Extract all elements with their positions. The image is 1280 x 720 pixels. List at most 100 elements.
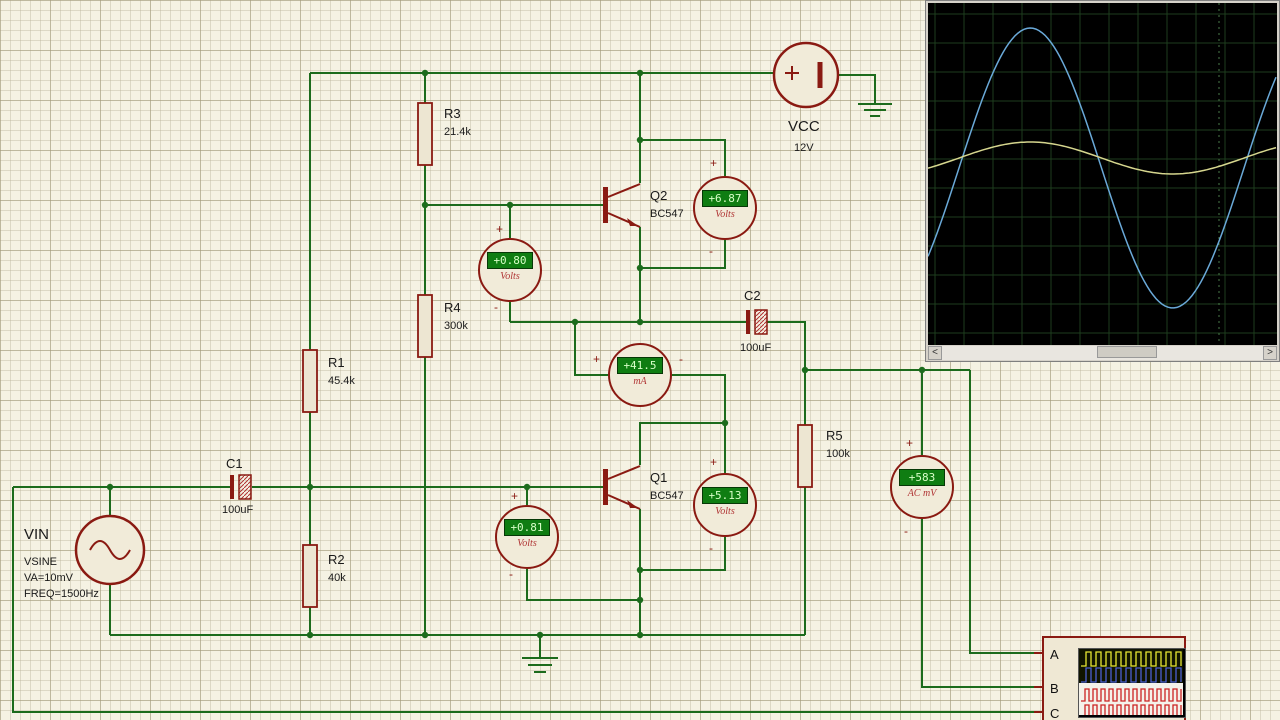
scrollbar-thumb[interactable]	[1097, 346, 1157, 358]
wires[interactable]	[12, 72, 1034, 713]
voltmeter-output[interactable]: +583 AC mV	[890, 455, 954, 519]
resistor-body	[797, 424, 813, 488]
junction-dot	[421, 201, 429, 209]
plus-mark: +	[710, 455, 718, 469]
label-r4-ref: R4	[444, 300, 461, 315]
label-q2-ref: Q2	[650, 188, 668, 203]
junction-dot	[636, 596, 644, 604]
transistor-collector-lead	[607, 183, 641, 198]
transistor-emitter-arrow	[627, 500, 638, 508]
ammeter-reading: +41.5	[617, 357, 663, 374]
voltmeter-reading: +5.13	[702, 487, 748, 504]
scroll-left-button[interactable]: <	[928, 346, 942, 360]
wire-segment[interactable]	[574, 322, 608, 376]
label-c2-value: 100uF	[740, 342, 772, 354]
resistor-body	[302, 349, 318, 413]
wire-segment[interactable]	[640, 139, 726, 176]
scroll-right-button[interactable]: >	[1263, 346, 1277, 360]
vin-source[interactable]	[74, 514, 146, 586]
capacitor-c2[interactable]	[746, 309, 768, 335]
voltmeter-q1-vbe[interactable]: +0.81 Volts	[495, 505, 559, 569]
label-r5-ref: R5	[826, 428, 843, 443]
analyzer-pin-a-label: A	[1050, 647, 1059, 662]
junction-dot	[918, 366, 926, 374]
label-c2-ref: C2	[744, 288, 761, 303]
wire-segment[interactable]	[639, 422, 725, 465]
plus-mark: +	[496, 222, 504, 236]
junction-dots	[106, 69, 926, 639]
minus-mark: -	[904, 524, 908, 538]
transistor-q2[interactable]	[603, 183, 641, 228]
junction-dot	[801, 366, 809, 374]
output-wave	[928, 27, 1277, 309]
capacitor-plate-hatched	[238, 474, 252, 500]
resistor-body	[417, 294, 433, 358]
junction-dot	[306, 483, 314, 491]
label-r2-value: 40k	[328, 572, 346, 584]
wire-segment[interactable]	[640, 240, 726, 269]
wire-segment[interactable]	[12, 487, 1034, 713]
label-r1-value: 45.4k	[328, 375, 355, 387]
sine-symbol	[89, 540, 131, 560]
scrollbar-track[interactable]	[942, 346, 1263, 360]
capacitor-c1[interactable]	[230, 474, 252, 500]
wire-segment[interactable]	[921, 519, 1034, 688]
label-r3-ref: R3	[444, 106, 461, 121]
resistor-r4[interactable]	[417, 294, 433, 358]
oscilloscope-window[interactable]: < >	[925, 0, 1280, 362]
junction-dot	[106, 483, 114, 491]
junction-dot	[636, 264, 644, 272]
logic-analyzer[interactable]: A B C	[1042, 636, 1186, 720]
transistor-emitter-arrow	[627, 218, 638, 226]
wire-segment[interactable]	[640, 537, 726, 571]
label-q1-ref: Q1	[650, 470, 668, 485]
voltmeter-reading: +0.80	[487, 252, 533, 269]
voltmeter-unit: Volts	[500, 271, 520, 282]
voltmeter-q2-vbe[interactable]: +0.80 Volts	[478, 238, 542, 302]
wire-segment[interactable]	[672, 374, 726, 473]
junction-dot	[306, 631, 314, 639]
label-vcc-ref: VCC	[788, 118, 820, 135]
ground-symbol-vcc[interactable]	[858, 103, 892, 117]
junction-dot	[636, 631, 644, 639]
vcc-source[interactable]	[772, 41, 840, 109]
junction-dot	[571, 318, 579, 326]
voltmeter-unit: Volts	[715, 209, 735, 220]
oscilloscope-scrollbar[interactable]: < >	[928, 346, 1277, 360]
resistor-r5[interactable]	[797, 424, 813, 488]
resistor-r2[interactable]	[302, 544, 318, 608]
junction-dot	[636, 136, 644, 144]
voltmeter-unit: Volts	[715, 506, 735, 517]
wire-segment[interactable]	[839, 74, 876, 104]
wire-segment[interactable]	[526, 569, 640, 601]
transistor-q1[interactable]	[603, 465, 641, 510]
label-r5-value: 100k	[826, 448, 850, 460]
label-q1-value: BC547	[650, 490, 684, 502]
voltmeter-q1-vc[interactable]: +5.13 Volts	[693, 473, 757, 537]
ground-symbol-main[interactable]	[522, 657, 558, 673]
plus-mark: +	[593, 352, 601, 366]
plus-mark: +	[511, 489, 519, 503]
wire-segment[interactable]	[767, 321, 806, 425]
junction-dot	[421, 69, 429, 77]
plus-mark: +	[710, 156, 718, 170]
minus-mark: -	[679, 352, 683, 366]
label-q2-value: BC547	[650, 208, 684, 220]
junction-dot	[506, 201, 514, 209]
voltmeter-reading: +0.81	[504, 519, 550, 536]
voltmeter-q2-vce[interactable]: +6.87 Volts	[693, 176, 757, 240]
transistor-base-bar	[603, 469, 608, 505]
wire-segment[interactable]	[969, 370, 1034, 654]
analyzer-pin-c-label: C	[1050, 706, 1060, 720]
resistor-r1[interactable]	[302, 349, 318, 413]
resistor-body	[302, 544, 318, 608]
vcc-body	[772, 41, 840, 109]
transistor-collector-lead	[607, 465, 641, 480]
ammeter-emitter-current[interactable]: +41.5 mA	[608, 343, 672, 407]
resistor-r3[interactable]	[417, 102, 433, 166]
minus-mark: -	[709, 244, 713, 258]
junction-dot	[421, 631, 429, 639]
label-r2-ref: R2	[328, 552, 345, 567]
label-vin-va: VA=10mV	[24, 572, 74, 584]
